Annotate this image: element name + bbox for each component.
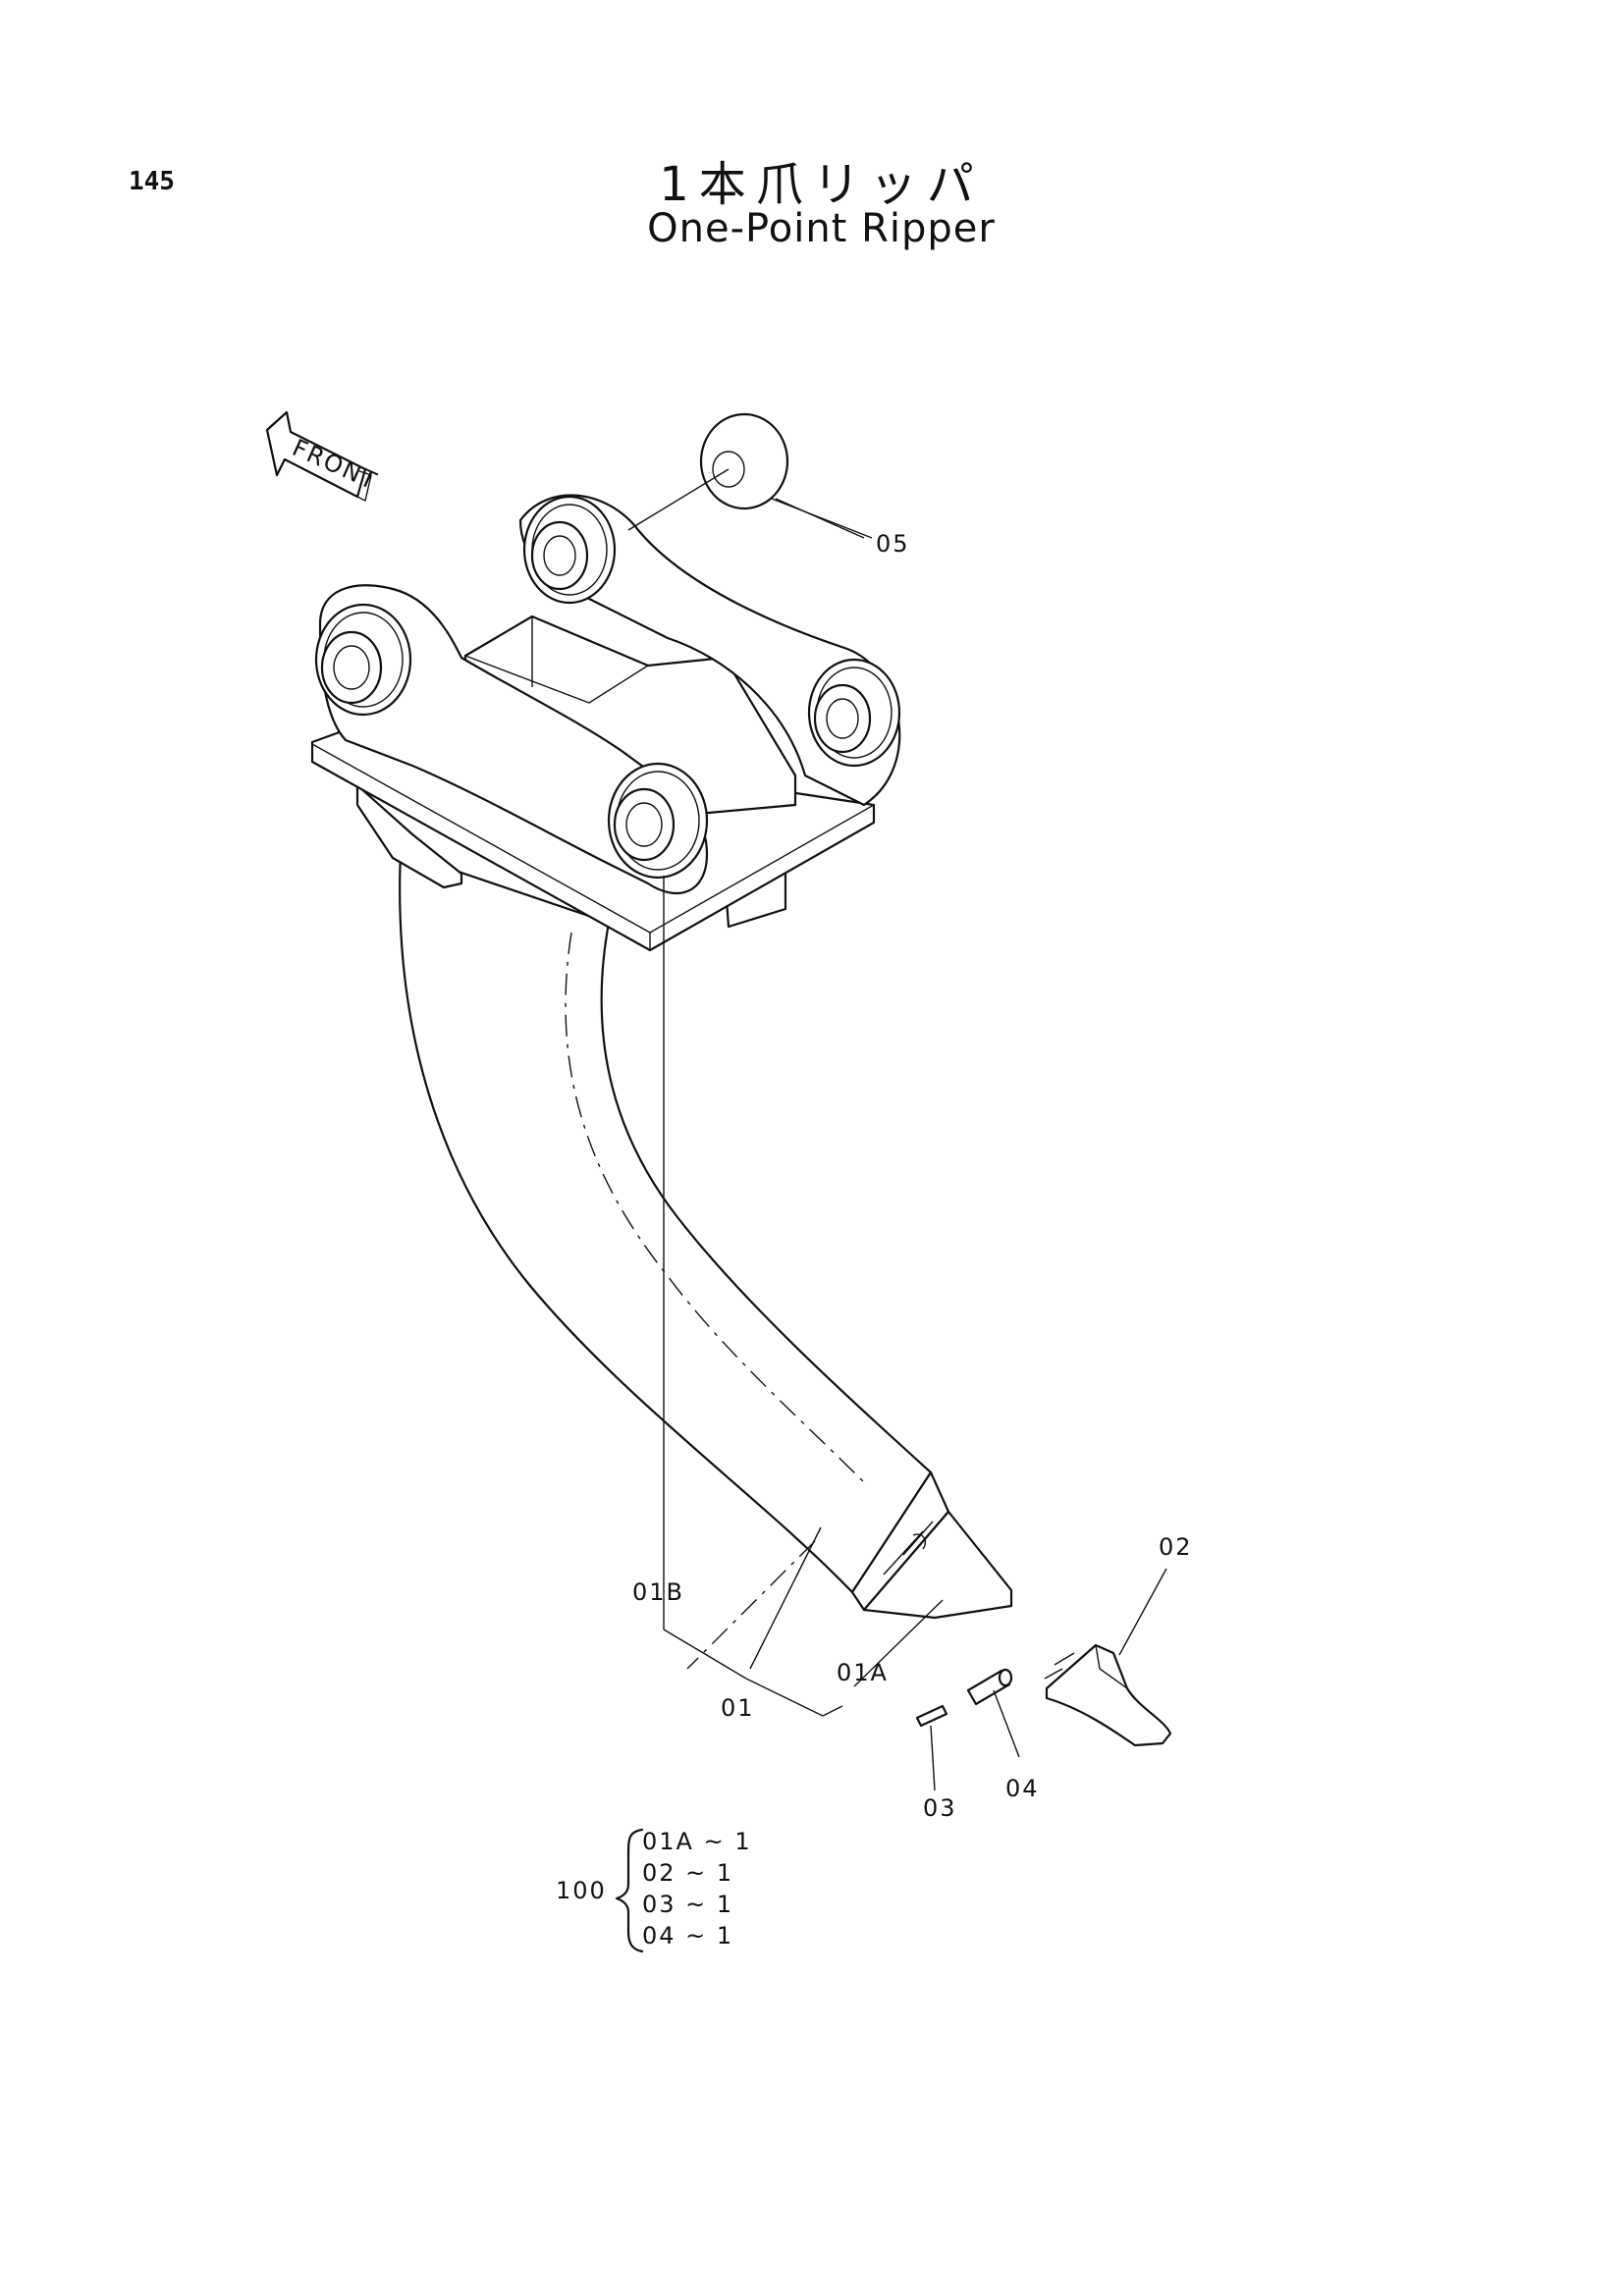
callout-03: 03 [923, 1794, 957, 1822]
kit-number: 100 [556, 1877, 607, 1904]
callout-01A: 01A [837, 1659, 889, 1686]
leader-lines [663, 498, 1167, 1791]
kit-item: 01A ~ 1 [642, 1828, 752, 1855]
pin-boss-rear-left [522, 495, 617, 605]
callout-01: 01 [721, 1694, 755, 1722]
page-title-english: One-Point Ripper [647, 206, 996, 251]
kit-item: 03 ~ 1 [642, 1891, 733, 1918]
front-arrow-icon: FRONT [265, 410, 382, 503]
tip-adapter [850, 1470, 1013, 1620]
pin-04 [966, 1668, 1013, 1706]
kit-group: 100 01A ~ 1 02 ~ 1 03 ~ 1 04 ~ 1 [556, 1828, 752, 1953]
callout-01B: 01B [632, 1578, 684, 1606]
ripper-shank [399, 850, 933, 1670]
pin-03 [915, 1704, 948, 1728]
pin-boss-rear-right [807, 658, 901, 768]
page-number: 145 [129, 167, 175, 196]
washer-05 [627, 412, 865, 539]
callout-05: 05 [876, 530, 910, 558]
kit-item: 02 ~ 1 [642, 1859, 733, 1887]
page-title-japanese: 1本爪リッパ [659, 157, 984, 212]
kit-item: 04 ~ 1 [642, 1922, 733, 1949]
tooth-point-02 [1044, 1643, 1172, 1747]
pin-boss-front-right [607, 762, 709, 880]
callout-04: 04 [1005, 1775, 1040, 1802]
callout-02: 02 [1159, 1533, 1193, 1561]
pin-boss-front-left [314, 603, 412, 717]
